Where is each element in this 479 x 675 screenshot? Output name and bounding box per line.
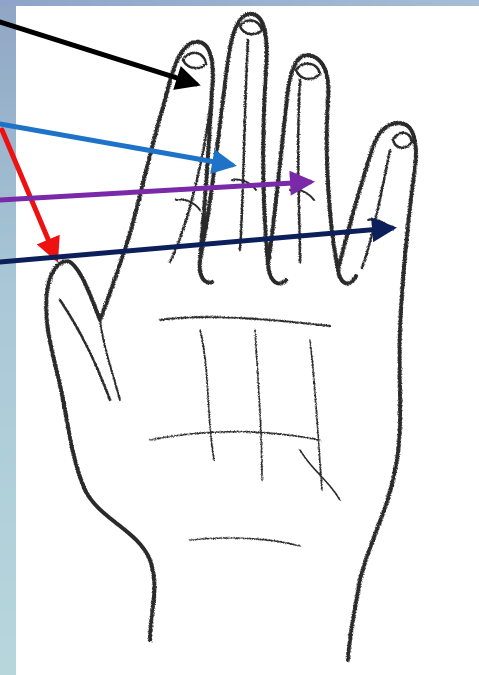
arrow-red xyxy=(2,130,56,258)
hand-outline xyxy=(46,14,416,660)
arrow-blue xyxy=(0,124,232,165)
finger-gap-3 xyxy=(338,270,356,283)
arrow-black xyxy=(0,22,196,84)
nail-index xyxy=(183,53,206,68)
nail-little xyxy=(393,133,412,148)
finger-gap-1 xyxy=(200,260,212,283)
nail-middle xyxy=(240,20,262,34)
finger-gap-2 xyxy=(268,265,286,284)
nail-ring xyxy=(296,64,320,79)
